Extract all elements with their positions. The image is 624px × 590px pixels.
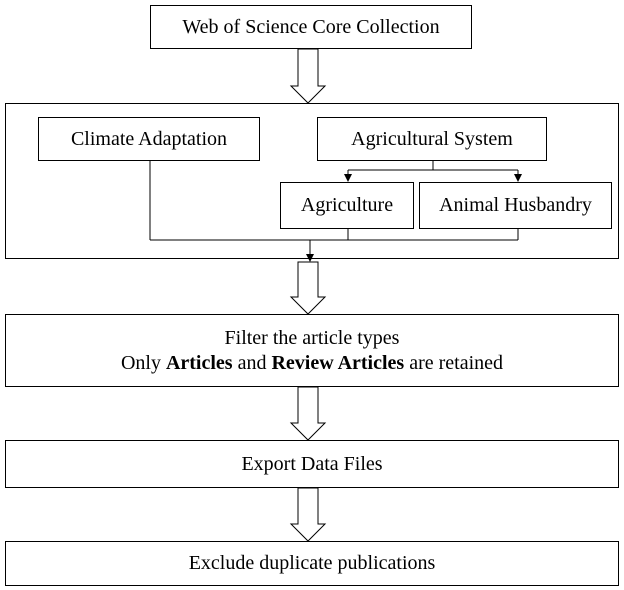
hollow-arrow-1 [289,48,327,104]
search-terms-frame [5,103,619,259]
export-label: Export Data Files [241,452,383,475]
source-box: Web of Science Core Collection [150,5,472,49]
filter-articles: Articles [165,351,233,374]
filter-post: are retained [409,351,504,374]
animal-box: Animal Husbandry [419,182,612,229]
animal-label: Animal Husbandry [439,194,592,216]
climate-label: Climate Adaptation [70,127,228,150]
hollow-arrow-4 [289,487,327,542]
source-label: Web of Science Core Collection [182,15,440,38]
exclude-label: Exclude duplicate publications [188,552,436,574]
filter-pre: Only [120,351,161,374]
agriculture-label: Agriculture [300,194,394,216]
filter-reviews: Review Articles [271,351,405,374]
filter-line2: Only Articles and Review Articles are re… [121,351,503,376]
hollow-arrow-3 [289,386,327,441]
agri-system-label: Agricultural System [351,127,513,150]
agri-system-box: Agricultural System [317,117,547,161]
filter-box: Filter the article types Only Articles a… [5,314,619,387]
export-box: Export Data Files [5,440,619,488]
agriculture-box: Agriculture [280,182,414,229]
exclude-box: Exclude duplicate publications [5,541,619,586]
climate-box: Climate Adaptation [38,117,260,161]
filter-mid: and [237,351,267,374]
filter-line1: Filter the article types [224,326,400,349]
hollow-arrow-2 [289,261,327,315]
